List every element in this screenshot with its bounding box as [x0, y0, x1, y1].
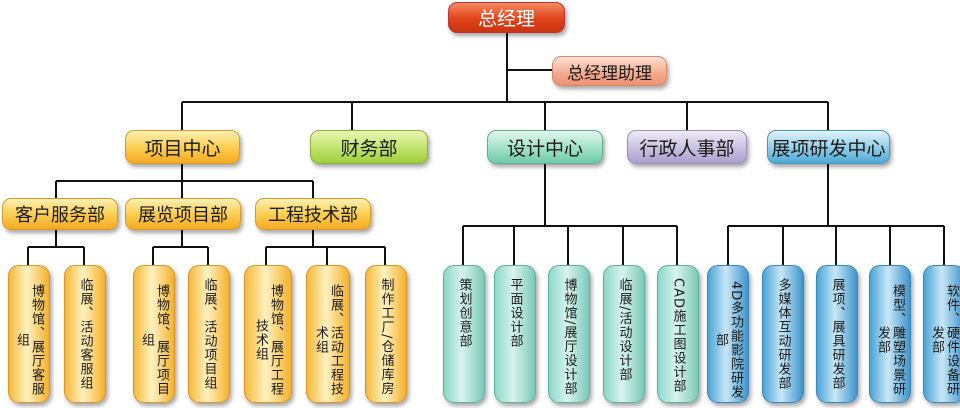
group-temp-event-engineering: 临展、活动工程技术组	[306, 265, 350, 403]
group-museum-hall-project: 博物馆、展厅项目组	[133, 265, 175, 403]
dept-finance: 财务部	[310, 130, 428, 164]
unit-museum-hall-design: 博物馆/展厅设计部	[548, 265, 590, 403]
assistant-node: 总经理助理	[552, 56, 667, 86]
unit-multimedia-rd: 多媒体互动研发部	[762, 265, 804, 403]
group-museum-hall-engineering: 博物馆、展厅工程技术组	[244, 265, 292, 403]
dept-project-center: 项目中心	[125, 130, 240, 164]
unit-cad-design: CAD施工图设计部	[657, 265, 699, 403]
unit-4d-cinema-rd: 4D多功能影院研发部	[707, 265, 749, 403]
division-exhibition-projects: 展览项目部	[125, 198, 241, 230]
group-temp-event-project: 临展、活动项目组	[188, 265, 230, 403]
group-factory-warehouse: 制作工厂/仓储库房	[365, 265, 407, 403]
dept-admin-hr: 行政人事部	[627, 130, 747, 164]
unit-temp-event-design: 临展/活动设计部	[603, 265, 645, 403]
unit-graphic-design: 平面设计部	[494, 265, 536, 403]
group-museum-hall-service: 博物馆、展厅客服组	[8, 265, 50, 403]
dept-design-center: 设计中心	[487, 130, 603, 164]
dept-rd-center: 展项研发中心	[767, 130, 890, 164]
unit-planning-creative: 策划创意部	[443, 265, 485, 403]
group-temp-event-service: 临展、活动客服组	[64, 265, 106, 403]
unit-software-hardware-rd: 软件、硬件设备研发部	[923, 265, 960, 403]
division-engineering: 工程技术部	[255, 198, 371, 230]
root-node: 总经理	[448, 2, 565, 33]
division-customer-service: 客户服务部	[2, 198, 118, 230]
unit-model-sculpture-rd: 模型、雕塑场景研发部	[869, 265, 911, 403]
unit-exhibit-equipment-rd: 展项、展具研发部	[816, 265, 858, 403]
